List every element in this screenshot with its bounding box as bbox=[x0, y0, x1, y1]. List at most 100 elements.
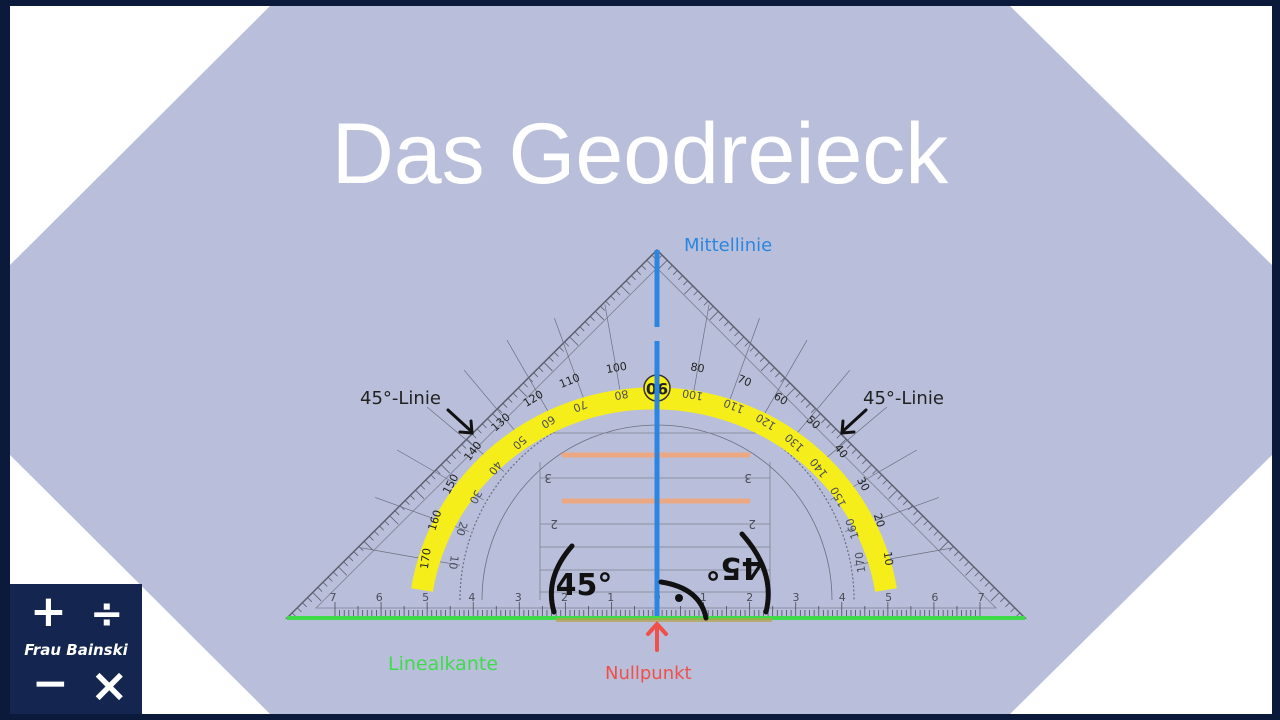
arc-outer-number: 160 bbox=[426, 508, 445, 532]
edge-tick bbox=[754, 351, 760, 357]
edge-tick bbox=[374, 530, 379, 536]
ruler-number: 1 bbox=[607, 591, 614, 604]
edge-tick bbox=[836, 433, 842, 439]
angle-label-left: 45° bbox=[556, 568, 613, 603]
arc-outer-number: 30 bbox=[854, 475, 872, 493]
edge-tick bbox=[780, 377, 786, 383]
edge-tick bbox=[641, 265, 647, 270]
edge-tick bbox=[684, 285, 694, 295]
protractor-ray bbox=[756, 340, 808, 427]
angle-label-right: 45° bbox=[706, 550, 763, 585]
edge-tick bbox=[564, 341, 570, 347]
edge-tick bbox=[786, 387, 796, 397]
edge-tick bbox=[533, 372, 539, 378]
edge-tick bbox=[348, 556, 354, 562]
edge-tick bbox=[887, 484, 893, 490]
vertical-scale-right-3: 3 bbox=[744, 471, 752, 485]
edge-tick bbox=[678, 275, 683, 281]
edge-tick bbox=[795, 392, 801, 398]
edge-tick bbox=[636, 270, 641, 275]
edge-tick bbox=[744, 341, 750, 347]
edge-tick bbox=[913, 510, 918, 516]
edge-tick bbox=[379, 525, 385, 531]
protractor-ray bbox=[554, 317, 589, 413]
edge-tick bbox=[846, 443, 852, 449]
arc-inner-number: 70 bbox=[571, 397, 589, 414]
ruler-number: 3 bbox=[793, 591, 800, 604]
edge-tick bbox=[497, 408, 503, 413]
arrow-45-left bbox=[446, 408, 474, 435]
edge-tick bbox=[600, 305, 605, 311]
edge-tick bbox=[964, 561, 970, 567]
edge-tick bbox=[420, 484, 426, 490]
protractor-ray bbox=[604, 304, 623, 404]
edge-tick bbox=[770, 367, 775, 373]
edge-tick bbox=[456, 449, 462, 454]
edge-tick bbox=[683, 280, 688, 286]
edge-tick bbox=[302, 602, 307, 608]
edge-tick bbox=[625, 280, 631, 286]
arc-inner-number: 60 bbox=[539, 412, 558, 430]
edge-tick bbox=[821, 418, 826, 424]
edge-tick bbox=[471, 433, 477, 439]
arc-outer-number: 20 bbox=[871, 512, 888, 529]
edge-tick bbox=[785, 382, 791, 388]
edge-tick bbox=[974, 571, 980, 577]
edge-tick bbox=[435, 469, 441, 475]
edge-ticks bbox=[291, 254, 1021, 618]
right-angle-dot bbox=[675, 594, 683, 602]
edge-tick bbox=[760, 362, 770, 372]
edge-tick bbox=[990, 592, 1000, 602]
edge-tick bbox=[394, 510, 400, 516]
label-ruler-edge: Linealkante bbox=[388, 653, 498, 675]
edge-tick bbox=[579, 326, 585, 332]
minus-icon: − bbox=[32, 658, 69, 709]
angle-arc-left bbox=[548, 543, 575, 615]
protractor-lines bbox=[361, 300, 953, 566]
edge-tick bbox=[389, 515, 399, 525]
edge-tick bbox=[363, 541, 373, 551]
edge-tick bbox=[1010, 607, 1016, 613]
edge-tick bbox=[735, 336, 745, 346]
edge-tick bbox=[954, 551, 959, 557]
edge-tick bbox=[615, 290, 621, 296]
edge-tick bbox=[404, 500, 410, 505]
edge-tick bbox=[897, 495, 903, 500]
protractor-ray bbox=[691, 304, 710, 404]
arc-inner-number: 160 bbox=[843, 517, 862, 541]
edge-tick bbox=[620, 285, 630, 295]
edge-tick bbox=[939, 541, 949, 551]
edge-tick bbox=[872, 469, 878, 475]
edge-tick bbox=[1000, 597, 1005, 603]
arc-inner-number: 80 bbox=[613, 387, 629, 402]
edge-tick bbox=[338, 566, 348, 576]
arc-outer-number: 80 bbox=[690, 360, 706, 375]
edge-tick bbox=[610, 295, 616, 301]
right-angle-arc bbox=[658, 579, 709, 621]
edge-tick bbox=[461, 443, 467, 449]
edge-tick bbox=[800, 397, 806, 403]
edge-tick bbox=[631, 275, 636, 281]
edge-tick bbox=[1005, 602, 1010, 608]
edge-tick bbox=[492, 413, 502, 423]
edge-tick bbox=[425, 479, 431, 485]
edge-tick bbox=[574, 331, 580, 337]
label-45-left: 45°-Linie bbox=[360, 388, 441, 409]
arc-outer-number: 60 bbox=[771, 390, 790, 408]
edge-tick bbox=[487, 418, 492, 424]
edge-tick bbox=[775, 372, 780, 378]
edge-tick bbox=[553, 351, 559, 357]
vertical-scale-left-3: 3 bbox=[544, 471, 552, 485]
ruler-number: 2 bbox=[746, 591, 753, 604]
edge-tick bbox=[548, 357, 554, 362]
edge-tick bbox=[862, 459, 867, 465]
edge-tick bbox=[965, 566, 975, 576]
edge-tick bbox=[384, 520, 390, 526]
arc-inner-number: 100 bbox=[681, 386, 704, 402]
ruler-number: 4 bbox=[839, 591, 846, 604]
edge-tick bbox=[749, 346, 755, 352]
edge-tick bbox=[523, 382, 528, 388]
edge-tick bbox=[979, 576, 985, 582]
frau-bainski-logo: + ÷ Frau Bainski − × bbox=[10, 584, 142, 714]
